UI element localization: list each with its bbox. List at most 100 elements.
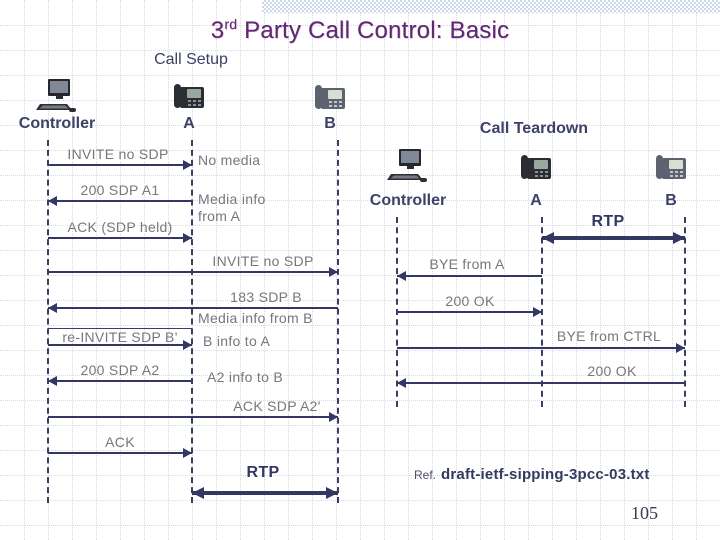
grid-line — [240, 0, 241, 540]
grid-line — [0, 400, 720, 401]
reference-label: Ref. — [414, 468, 437, 482]
message-arrow-line — [397, 275, 542, 277]
grid-line — [24, 0, 25, 540]
grid-line — [0, 75, 720, 76]
arrowhead-left — [48, 196, 57, 206]
annotation-text: Media info from B — [198, 310, 313, 326]
arrowhead-right — [183, 233, 192, 243]
reference-line: Ref. draft-ietf-sipping-3pcc-03.txt — [414, 466, 650, 483]
arrowhead-right — [533, 307, 542, 317]
arrowhead-right — [329, 267, 338, 277]
grid-line — [600, 0, 601, 540]
message-label: 200 OK — [587, 363, 637, 379]
grid-line — [96, 0, 97, 540]
grid-line — [168, 0, 169, 540]
message-arrow-line — [397, 382, 685, 384]
lifeline — [541, 217, 543, 407]
message-arrow-line — [397, 347, 685, 349]
grid-line — [360, 0, 361, 540]
annotation-text: B info to A — [203, 333, 271, 349]
message-label: RTP — [246, 464, 280, 481]
grid-line — [0, 175, 720, 176]
grid-line — [576, 0, 577, 540]
phone-icon — [654, 154, 688, 189]
grid-line — [648, 0, 649, 540]
actor-label: B — [665, 192, 677, 209]
message-label: 183 SDP B — [230, 289, 302, 305]
grid-line — [672, 0, 673, 540]
actor-label: Controller — [369, 192, 447, 209]
grid-line — [288, 0, 289, 540]
message-arrow-line — [48, 237, 192, 239]
message-label: 200 SDP A1 — [80, 182, 160, 198]
actor-label: B — [324, 115, 336, 132]
arrowhead-left — [397, 271, 406, 281]
arrowhead-left — [192, 487, 204, 499]
arrowhead-right — [326, 487, 338, 499]
grid-line — [144, 0, 145, 540]
message-label: BYE from A — [429, 256, 505, 272]
grid-line — [0, 275, 720, 276]
grid-line — [696, 0, 697, 540]
lifeline — [191, 140, 193, 503]
arrowhead-left — [542, 232, 554, 244]
grid-line — [264, 0, 265, 540]
grid-line — [624, 0, 625, 540]
annotation-text: Media info — [198, 191, 266, 207]
slide-title-superscript: rd — [224, 16, 238, 32]
top-decoration-band — [262, 0, 720, 13]
grid-line — [0, 325, 720, 326]
grid-line — [312, 0, 313, 540]
annotation-text: No media — [198, 152, 261, 168]
grid-line — [0, 125, 720, 126]
slide-title-base: 3 — [210, 17, 225, 44]
message-arrow-line — [48, 200, 192, 202]
message-label: 200 OK — [445, 293, 495, 309]
computer-icon — [387, 149, 429, 190]
actor-label: A — [530, 192, 542, 209]
lifeline — [684, 217, 686, 407]
arrowhead-right — [183, 340, 192, 350]
grid-line — [0, 300, 720, 301]
grid-line — [0, 250, 720, 251]
call-teardown-heading: Call Teardown — [479, 120, 589, 137]
message-arrow-line — [192, 491, 338, 495]
arrowhead-right — [183, 160, 192, 170]
page-number: 105 — [631, 503, 658, 523]
message-arrow-line — [542, 236, 685, 240]
reference-document: draft-ietf-sipping-3pcc-03.txt — [441, 466, 650, 483]
grid-line — [0, 350, 720, 351]
message-arrow-line — [48, 344, 192, 346]
message-label: INVITE no SDP — [67, 146, 169, 162]
grid-line — [0, 425, 720, 426]
arrowhead-left — [48, 303, 57, 313]
message-arrow-line — [397, 311, 542, 313]
annotation-text: A2 info to B — [207, 369, 283, 385]
arrowhead-right — [329, 412, 338, 422]
grid-line — [0, 50, 720, 51]
message-label: re-INVITE SDP B' — [62, 329, 178, 345]
message-arrow-line — [48, 271, 338, 273]
message-label: 200 SDP A2 — [80, 362, 160, 378]
arrowhead-left — [48, 376, 57, 386]
phone-icon — [519, 154, 553, 189]
arrowhead-right — [676, 343, 685, 353]
slide-title-rest: Party Call Control: Basic — [237, 17, 510, 44]
message-label: RTP — [591, 213, 625, 230]
message-arrow-line — [48, 307, 338, 309]
message-label-overline — [48, 328, 192, 329]
lifeline — [47, 140, 49, 503]
computer-icon — [36, 79, 78, 120]
phone-icon — [313, 84, 347, 119]
grid-line — [0, 500, 720, 501]
lifeline — [337, 140, 339, 503]
message-label: ACK — [105, 434, 135, 450]
actor-label: Controller — [18, 115, 96, 132]
message-arrow-line — [48, 380, 192, 382]
message-arrow-line — [48, 164, 192, 166]
grid-line — [0, 525, 720, 526]
arrowhead-left — [397, 378, 406, 388]
actor-label: A — [183, 115, 195, 132]
grid-line — [216, 0, 217, 540]
